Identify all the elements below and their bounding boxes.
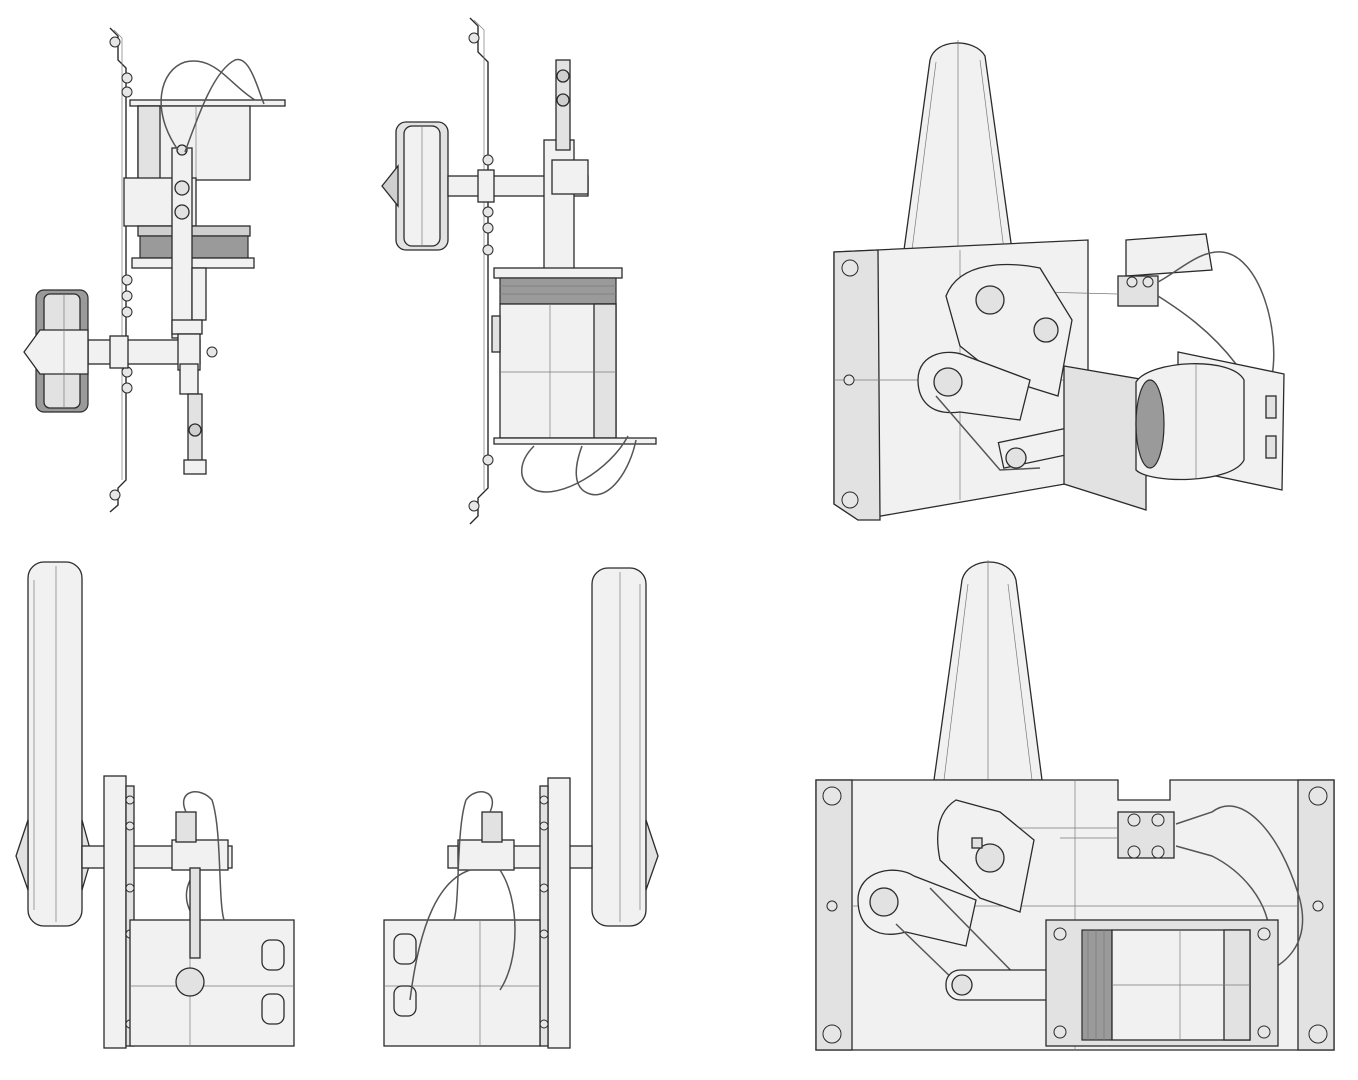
isometric-view — [833, 40, 1285, 521]
side-view-right — [381, 17, 657, 525]
front-view-right — [383, 567, 659, 1049]
front-view-left — [15, 561, 295, 1049]
plan-view — [815, 560, 1335, 1051]
side-view-left — [23, 27, 286, 513]
